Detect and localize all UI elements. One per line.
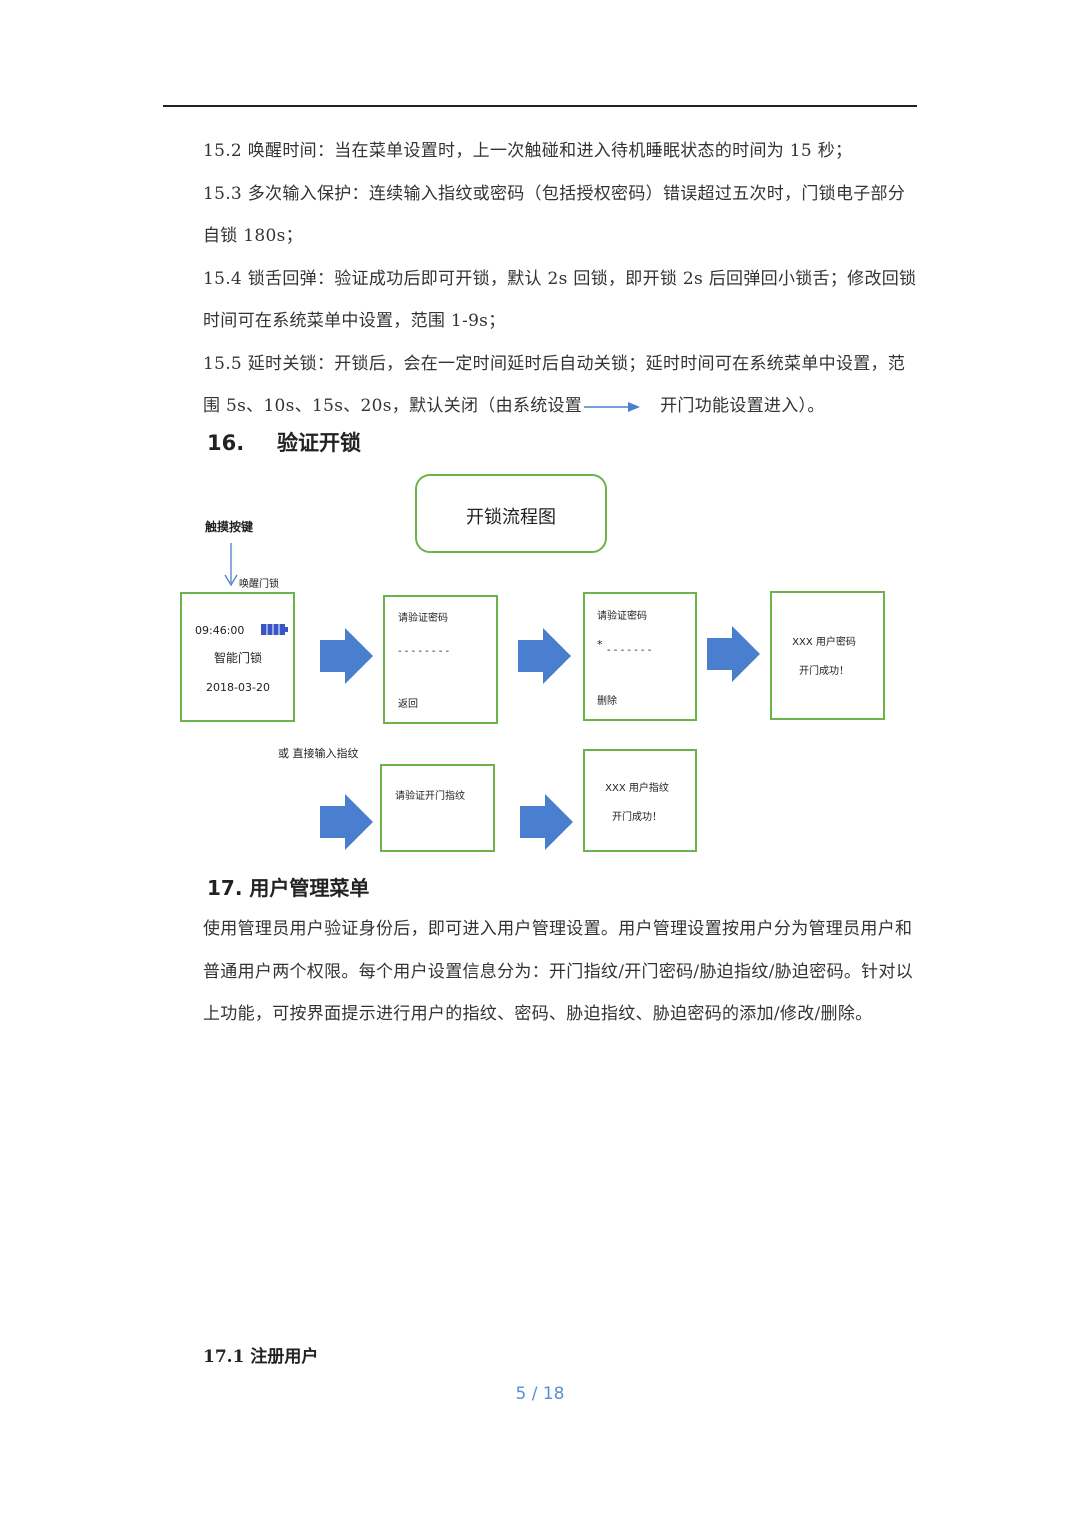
screen-password-typing-dashes: - - - - - - - [607, 645, 652, 656]
touch-key-label: 触摸按键 [205, 519, 253, 534]
fingerprint-alt-label: 或 直接输入指纹 [278, 746, 359, 760]
wake-arrow-head [224, 574, 238, 587]
screen-idle-name: 智能门锁 [214, 650, 262, 665]
flow-arrow-2 [518, 628, 571, 684]
flow-arrow-1 [320, 628, 373, 684]
flow-arrow-3 [707, 626, 760, 682]
page-number: 5 / 18 [515, 1384, 565, 1404]
screen-enter-password-prompt: 请验证密码 [398, 611, 448, 624]
screen-password-typing [583, 592, 697, 721]
screen-verify-fingerprint [380, 764, 495, 852]
screen-password-typing-delete: 删除 [597, 694, 617, 707]
section-16-heading: 16. 验证开锁 [207, 427, 361, 457]
screen-fingerprint-success-line2: 开门成功！ [612, 810, 662, 823]
screen-password-success-line1: XXX 用户密码 [792, 635, 856, 648]
section-16-title: 验证开锁 [277, 431, 361, 455]
flow-arrow-4 [320, 794, 373, 850]
screen-password-success [770, 591, 885, 720]
unlock-flow-diagram: 开锁流程图 触摸按键 唤醒门锁 09:46:00 智能门锁 2018-03-20… [180, 474, 885, 852]
battery-icon [261, 624, 288, 635]
diagram-title: 开锁流程图 [466, 507, 556, 528]
section-17-heading: 17. 用户管理菜单 [207, 876, 370, 900]
paragraph-15-2: 15.2 唤醒时间：当在菜单设置时，上一次触碰和进入待机睡眠状态的时间为 15 … [203, 141, 853, 161]
paragraph-17: 使用管理员用户验证身份后，即可进入用户管理设置。用户管理设置按用户分为管理员用户… [203, 919, 914, 1024]
diagram-title-box [415, 474, 607, 553]
screen-fingerprint-success [583, 749, 697, 852]
screen-idle-time: 09:46:00 [195, 624, 244, 637]
screen-password-typing-prompt: 请验证密码 [597, 609, 647, 622]
header-rule [163, 105, 917, 107]
section-15-paragraphs: 15.2 唤醒时间：当在菜单设置时，上一次触碰和进入待机睡眠状态的时间为 15 … [203, 130, 919, 428]
wake-lock-label: 唤醒门锁 [239, 577, 279, 590]
paragraph-15-3: 15.3 多次输入保护：连续输入指纹或密码（包括授权密码）错误超过五次时，门锁电… [203, 183, 906, 247]
arrow-right-icon [584, 401, 641, 412]
screen-idle-date: 2018-03-20 [206, 681, 270, 694]
paragraph-15-5-tail: 开门功能设置进入）。 [660, 396, 825, 416]
screen-password-success-line2: 开门成功！ [799, 664, 849, 677]
screen-password-typing-star: * [597, 638, 603, 651]
screen-idle [180, 592, 295, 722]
section-17-1-heading: 17.1 注册用户 [203, 1347, 319, 1367]
screen-verify-fingerprint-prompt: 请验证开门指纹 [395, 789, 465, 802]
screen-fingerprint-success-line1: XXX 用户指纹 [605, 781, 669, 794]
screen-enter-password-dashes: - - - - - - - - [398, 646, 450, 657]
paragraph-15-4: 15.4 锁舌回弹：验证成功后即可开锁，默认 2s 回锁，即开锁 2s 后回弹回… [203, 268, 917, 332]
flow-arrow-5 [520, 794, 573, 850]
section-16-number: 16. [207, 431, 245, 455]
screen-enter-password-back: 返回 [398, 698, 418, 710]
screen-enter-password [383, 595, 498, 724]
paragraph-15-5: 15.5 延时关锁：开锁后，会在一定时间延时后自动关锁；延时时间可在系统菜单中设… [203, 343, 919, 428]
section-17-paragraphs: 使用管理员用户验证身份后，即可进入用户管理设置。用户管理设置按用户分为管理员用户… [203, 908, 919, 1036]
paragraph-15-5-text: 15.5 延时关锁：开锁后，会在一定时间延时后自动关锁；延时时间可在系统菜单中设… [203, 353, 906, 417]
